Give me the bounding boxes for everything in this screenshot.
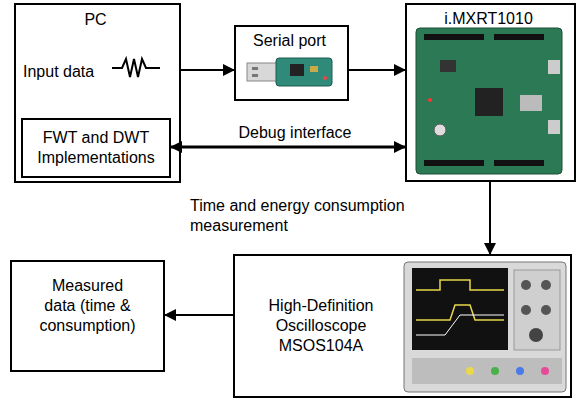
box-text: Measured data (time & consumption) [37,276,138,336]
component-box: i.MXRT1010 [405,3,576,182]
knob [541,305,551,315]
usb-board [276,58,332,86]
trace [416,315,504,335]
edge-label: Time and energy consumption measurement [188,196,427,236]
mcu-chip [475,88,503,116]
pin-header [424,34,484,40]
board-picture [416,28,562,174]
usb-adapter [247,58,332,86]
control-panel [514,270,560,350]
usb-led [323,76,327,80]
component-box: Measured data (time & consumption) [10,260,165,372]
button [434,124,446,136]
arrow-connector [165,314,233,316]
box-text: Input data [23,62,115,82]
pin-header [494,34,544,40]
arrow-connector [181,69,234,71]
knob [529,328,543,342]
scope-body [404,262,566,392]
box-text: i.MXRT1010 [407,9,570,29]
box-text: High-Definition Oscilloscope MSOS104A [241,296,401,356]
scope-screen [412,268,508,350]
channel-input [541,367,549,375]
channel-input [516,367,524,375]
pcb [416,28,562,174]
edge-label: Debug interface [228,123,362,143]
component-box: PC Input dataFWT and DWT Implementations [14,3,181,183]
arrow-connector [171,146,405,149]
oscilloscope-picture [404,262,566,392]
arrow-connector [349,69,405,71]
component-box: Serial port [234,25,349,101]
box-text: Serial port [236,31,343,51]
channel-input [466,367,474,375]
box-text: FWT and DWT Implementations [27,128,165,168]
connector [520,95,542,111]
led [428,98,432,102]
chip [440,60,456,72]
knob [521,305,531,315]
box-text: PC [16,10,175,30]
trace [416,280,504,290]
pin-header [424,160,484,166]
knob [521,280,531,290]
signal-squiggle [112,59,160,77]
knob [541,280,551,290]
arrow-connector [489,182,491,254]
implementation-box: FWT and DWT Implementations [21,118,171,178]
usb-chip [290,64,304,76]
usb-port [548,60,560,74]
usb-contact [252,67,258,70]
usb-component [310,66,318,72]
usb-plug [247,63,277,81]
front-panel [412,358,562,384]
pin-header [494,160,544,166]
usb-contact [252,74,258,77]
channel-input [491,367,499,375]
component-box: High-Definition Oscilloscope MSOS104A [233,254,572,398]
usb-port [548,120,560,134]
trace [416,305,504,320]
